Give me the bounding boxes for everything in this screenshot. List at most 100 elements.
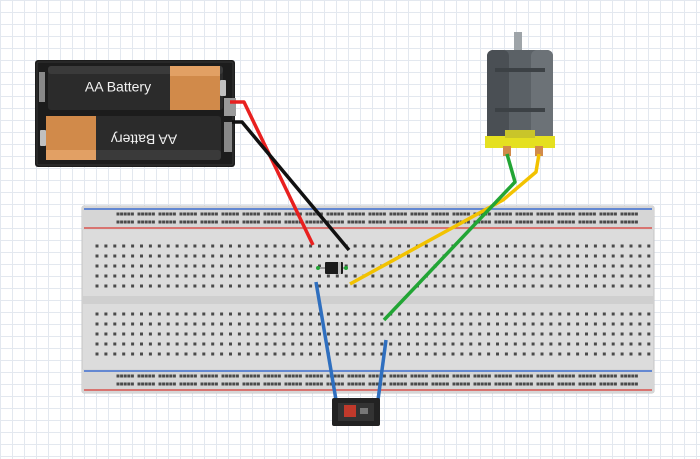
breadboard-hole bbox=[469, 332, 473, 336]
breadboard-hole bbox=[567, 284, 571, 288]
breadboard-hole bbox=[435, 374, 439, 378]
breadboard-hole bbox=[273, 284, 277, 288]
breadboard-hole bbox=[228, 374, 232, 378]
breadboard-hole bbox=[344, 322, 348, 326]
breadboard-hole bbox=[229, 254, 232, 258]
breadboard-hole bbox=[337, 212, 341, 216]
breadboard-hole bbox=[242, 374, 246, 378]
breadboard-hole bbox=[549, 312, 553, 316]
breadboard-hole bbox=[522, 374, 526, 378]
breadboard-hole bbox=[593, 284, 597, 288]
breadboard-hole bbox=[140, 284, 143, 288]
breadboard-hole bbox=[610, 382, 614, 386]
breadboard-hole bbox=[337, 220, 341, 224]
breadboard-hole bbox=[291, 220, 295, 224]
breadboard-hole bbox=[515, 382, 519, 386]
breadboard-hole bbox=[309, 382, 313, 386]
breadboard-hole bbox=[207, 382, 211, 386]
breadboard-hole bbox=[309, 374, 313, 378]
breadboard-hole bbox=[255, 312, 259, 316]
breadboard-hole bbox=[362, 244, 366, 248]
breadboard-hole bbox=[300, 244, 304, 248]
breadboard-hole bbox=[113, 264, 117, 268]
breadboard-hole bbox=[151, 220, 155, 224]
breadboard-hole bbox=[166, 352, 170, 356]
breadboard-hole bbox=[273, 312, 277, 316]
breadboard-hole bbox=[531, 274, 535, 278]
breadboard-hole bbox=[460, 264, 464, 268]
breadboard-hole bbox=[131, 254, 135, 258]
breadboard-hole bbox=[237, 332, 241, 336]
breadboard-hole bbox=[371, 284, 375, 288]
breadboard-hole bbox=[326, 322, 330, 326]
breadboard-hole bbox=[620, 254, 624, 258]
diode-band bbox=[338, 262, 341, 274]
breadboard-hole bbox=[540, 352, 544, 356]
breadboard-hole bbox=[638, 254, 642, 258]
breadboard-hole bbox=[442, 264, 446, 268]
breadboard-hole bbox=[193, 254, 197, 258]
breadboard-hole bbox=[627, 374, 631, 378]
breadboard-hole bbox=[288, 382, 292, 386]
breadboard-hole bbox=[353, 312, 357, 316]
breadboard-hole bbox=[190, 374, 194, 378]
breadboard-hole bbox=[582, 382, 586, 386]
breadboard-hole bbox=[522, 352, 526, 356]
breadboard-hole bbox=[389, 352, 393, 356]
breadboard-hole bbox=[368, 220, 372, 224]
breadboard-hole bbox=[104, 312, 108, 316]
breadboard-hole bbox=[137, 220, 141, 224]
breadboard-hole bbox=[606, 374, 610, 378]
breadboard-hole bbox=[371, 274, 375, 278]
breadboard-hole bbox=[442, 312, 446, 316]
breadboard-hole bbox=[300, 312, 304, 316]
breadboard-hole bbox=[264, 284, 268, 288]
breadboard-hole bbox=[578, 382, 582, 386]
breadboard-hole bbox=[550, 374, 554, 378]
breadboard-hole bbox=[558, 244, 562, 248]
breadboard-hole bbox=[375, 220, 379, 224]
breadboard-hole bbox=[620, 342, 624, 346]
breadboard-hole bbox=[407, 332, 410, 336]
breadboard-hole bbox=[148, 374, 152, 378]
breadboard-hole bbox=[398, 244, 402, 248]
breadboard-hole bbox=[504, 274, 508, 278]
breadboard-hole bbox=[175, 254, 179, 258]
breadboard-hole bbox=[318, 254, 321, 258]
breadboard-hole bbox=[249, 212, 253, 216]
breadboard-hole bbox=[104, 284, 108, 288]
breadboard-hole bbox=[504, 322, 508, 326]
breadboard-hole bbox=[237, 244, 241, 248]
breadboard-hole bbox=[166, 274, 170, 278]
breadboard-hole bbox=[513, 254, 517, 258]
breadboard-hole bbox=[424, 254, 428, 258]
breadboard-hole bbox=[166, 322, 170, 326]
breadboard-hole bbox=[531, 342, 535, 346]
breadboard-hole bbox=[193, 374, 197, 378]
breadboard-hole bbox=[438, 212, 442, 216]
breadboard-hole bbox=[634, 220, 638, 224]
breadboard-hole bbox=[593, 322, 597, 326]
breadboard-hole bbox=[414, 220, 418, 224]
breadboard-hole bbox=[549, 244, 553, 248]
breadboard-hole bbox=[487, 332, 491, 336]
breadboard-hole bbox=[571, 382, 575, 386]
breadboard-hole bbox=[522, 382, 526, 386]
breadboard-hole bbox=[400, 374, 404, 378]
breadboard-hole bbox=[543, 220, 547, 224]
breadboard-hole bbox=[484, 382, 488, 386]
breadboard-hole bbox=[179, 374, 183, 378]
breadboard-hole bbox=[558, 342, 562, 346]
breadboard-hole bbox=[398, 342, 402, 346]
breadboard-hole bbox=[354, 220, 358, 224]
breadboard-hole bbox=[505, 212, 509, 216]
breadboard-hole bbox=[451, 284, 455, 288]
breadboard-hole bbox=[505, 220, 509, 224]
breadboard-hole bbox=[211, 322, 215, 326]
breadboard-hole bbox=[131, 264, 135, 268]
breadboard-hole bbox=[442, 382, 446, 386]
breadboard-hole bbox=[487, 374, 491, 378]
breadboard-hole bbox=[445, 212, 449, 216]
breadboard-hole bbox=[184, 312, 188, 316]
breadboard-hole bbox=[123, 382, 127, 386]
